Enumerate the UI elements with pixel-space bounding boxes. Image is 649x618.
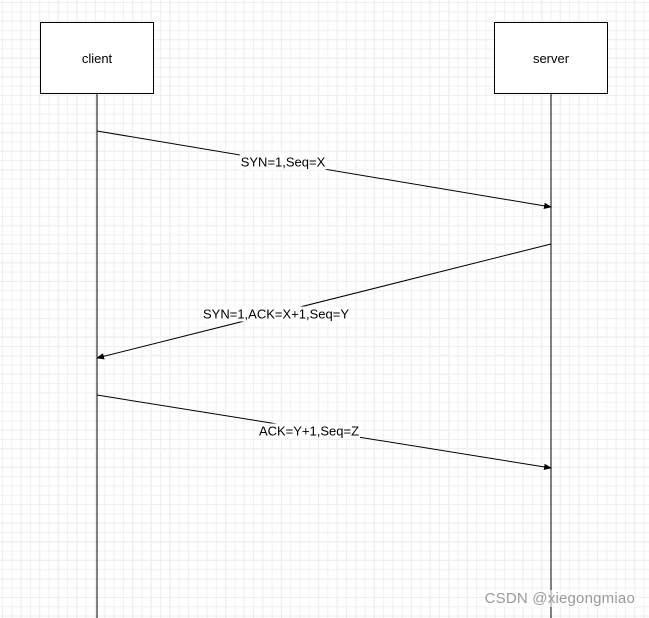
message-label-ack: ACK=Y+1,Seq=Z	[257, 423, 361, 439]
server-label: server	[532, 50, 570, 66]
client-label: client	[81, 50, 113, 66]
client-participant-box: client	[40, 22, 154, 94]
message-arrow-syn-ack	[96, 243, 552, 360]
server-participant-box: server	[494, 22, 608, 94]
message-label-syn: SYN=1,Seq=X	[239, 154, 327, 170]
watermark-text: CSDN @xiegongmiao	[484, 590, 635, 607]
message-label-syn-ack: SYN=1,ACK=X+1,Seq=Y	[202, 306, 350, 322]
